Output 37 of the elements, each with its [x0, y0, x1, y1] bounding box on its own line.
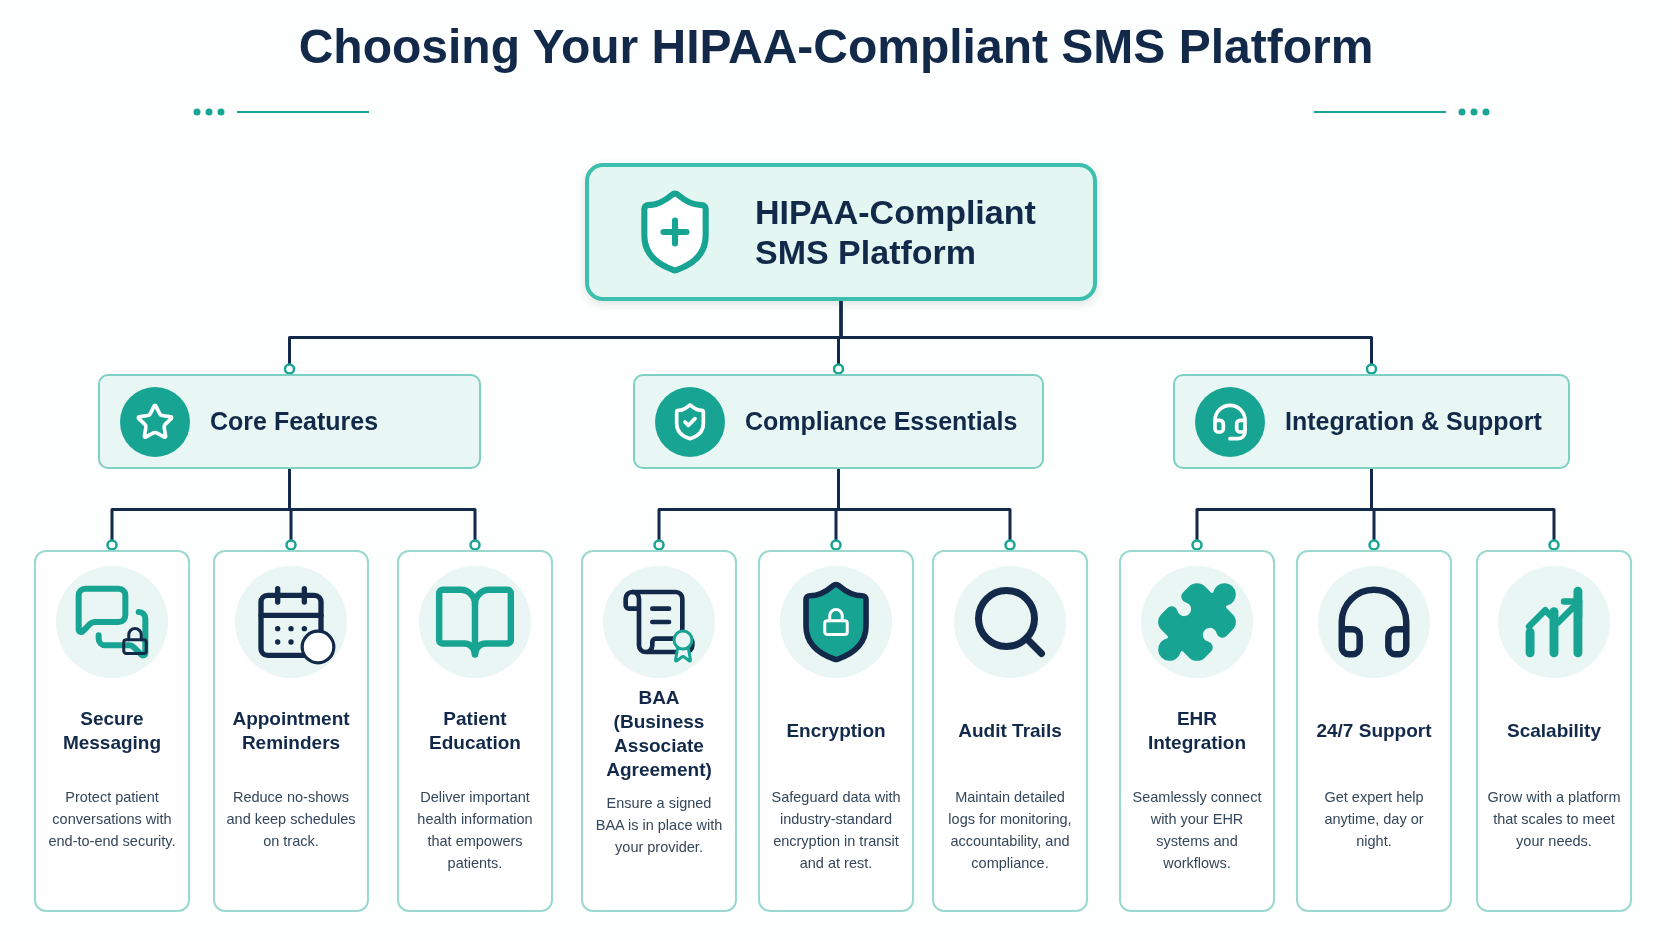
feature-title: Appointment Reminders: [231, 707, 351, 755]
feature-description: Grow with a platform that scales to meet your needs.: [1486, 788, 1622, 851]
feature-description: Ensure a signed BAA is in place with your provider.: [594, 794, 724, 857]
root-box: [585, 163, 1097, 301]
category-box: [1173, 374, 1570, 469]
feature-title: EHR Integration: [1146, 707, 1248, 755]
root-title: HIPAA-Compliant SMS Platform: [755, 192, 1037, 272]
feature-description: Safeguard data with industry-standard encryption in transit and at rest.: [770, 788, 902, 873]
connector-line: [839, 301, 1378, 375]
feature-description: Maintain detailed logs for monitoring, accountability, and compliance.: [947, 788, 1073, 873]
feature-card: [932, 550, 1088, 912]
category-title: Compliance Essentials: [745, 407, 1018, 436]
feature-description: Deliver important health information that empowers patients.: [416, 788, 534, 873]
feature-description: Protect patient conversations with end-to-end security.: [47, 788, 177, 851]
category-title: Integration & Support: [1285, 407, 1542, 436]
feature-card: [1296, 550, 1452, 912]
feature-card: [581, 550, 737, 912]
feature-title: Secure Messaging: [61, 707, 163, 755]
feature-title: Encryption: [786, 719, 886, 743]
feature-card: [34, 550, 190, 912]
feature-title: Patient Education: [428, 707, 522, 755]
feature-card: [1476, 550, 1632, 912]
feature-title: Audit Trails: [958, 719, 1062, 743]
feature-card: [1119, 550, 1275, 912]
feature-description: Seamlessly connect with your EHR systems and workflows.: [1131, 788, 1263, 873]
title: Choosing Your HIPAA-Compliant SMS Platform: [297, 19, 1375, 75]
feature-description: Reduce no-shows and keep schedules on track.: [225, 788, 357, 851]
feature-title: Scalability: [1507, 719, 1601, 743]
feature-title: BAA (Business Associate Agreement): [605, 686, 713, 782]
category-box: [98, 374, 481, 469]
category-title: Core Features: [210, 407, 379, 436]
feature-card: [758, 550, 914, 912]
feature-card: [213, 550, 369, 912]
feature-title: 24/7 Support: [1316, 719, 1432, 743]
feature-card: [397, 550, 553, 912]
category-box: [633, 374, 1044, 469]
feature-description: Get expert help anytime, day or night.: [1323, 788, 1425, 851]
